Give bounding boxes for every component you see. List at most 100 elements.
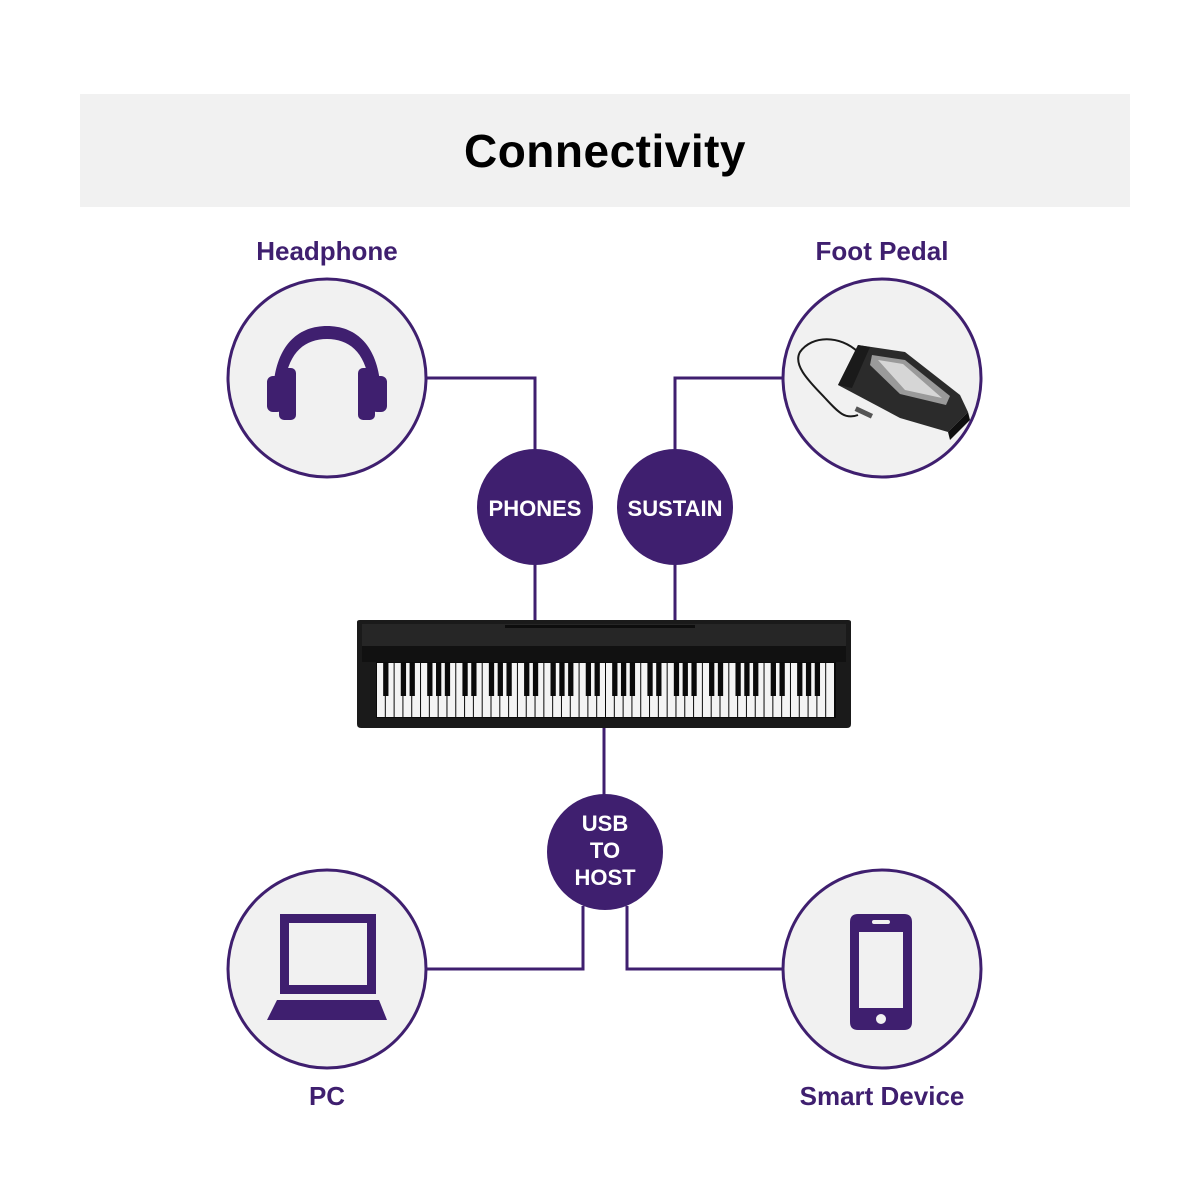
- white-key: [658, 663, 667, 717]
- black-key: [568, 663, 574, 696]
- sustain-port-label: SUSTAIN: [628, 496, 723, 521]
- white-key: [729, 663, 738, 717]
- black-key: [427, 663, 433, 696]
- headphones-icon: [267, 326, 387, 420]
- black-key: [409, 663, 415, 696]
- white-key: [667, 663, 676, 717]
- pc-device: [226, 868, 428, 1070]
- white-key: [799, 663, 808, 717]
- white-key: [491, 663, 500, 717]
- black-key: [585, 663, 592, 696]
- black-key: [770, 663, 776, 696]
- smart-device-label: Smart Device: [799, 1081, 965, 1111]
- black-key: [629, 663, 636, 696]
- white-key: [429, 663, 438, 717]
- usb-port-label-line-2: TO: [590, 838, 620, 863]
- white-key: [808, 663, 817, 717]
- white-key: [685, 663, 694, 717]
- connector-lines: [427, 376, 782, 971]
- digital-piano-image: [357, 620, 851, 728]
- sustain-port: SUSTAIN: [617, 449, 733, 565]
- white-key: [738, 663, 746, 717]
- page-title: Connectivity: [463, 124, 747, 177]
- black-keys: [383, 663, 821, 696]
- white-key: [650, 663, 658, 717]
- usb-smart-device-connector: [625, 906, 782, 971]
- smart-device-device: [781, 868, 983, 1070]
- white-key: [456, 663, 465, 717]
- black-key: [691, 663, 697, 696]
- white-key: [570, 663, 579, 717]
- black-key: [744, 663, 750, 696]
- foot-pedal-label: Foot Pedal: [815, 236, 949, 266]
- headphone-circle: [226, 277, 428, 479]
- white-key: [632, 663, 641, 717]
- white-key: [526, 663, 535, 717]
- white-key: [773, 663, 782, 717]
- black-key: [506, 663, 512, 696]
- sustain-pedal-image: [797, 338, 970, 440]
- white-key: [764, 663, 773, 717]
- black-key: [436, 663, 442, 696]
- black-key: [524, 663, 530, 696]
- headphone-device: [226, 277, 428, 479]
- foot-pedal-device: [781, 277, 983, 479]
- white-key: [720, 663, 729, 717]
- black-key: [488, 663, 495, 696]
- black-key: [550, 663, 556, 696]
- white-key: [782, 663, 790, 717]
- white-key: [588, 663, 597, 717]
- white-key: [746, 663, 755, 717]
- black-key: [682, 663, 688, 696]
- keyboard-top-panel: [362, 624, 846, 646]
- white-key: [623, 663, 632, 717]
- black-key: [647, 663, 653, 696]
- headphone-connector: [427, 376, 537, 450]
- white-key: [561, 663, 570, 717]
- white-key: [579, 663, 588, 717]
- keyboard-slot: [505, 625, 695, 628]
- phones-port: PHONES: [477, 449, 593, 565]
- usb-port: USB TO HOST: [547, 794, 663, 910]
- usb-pc-connector: [427, 906, 585, 971]
- headphone-label: Headphone: [256, 236, 398, 266]
- black-key: [717, 663, 724, 696]
- white-key: [702, 663, 711, 717]
- black-key: [559, 663, 565, 696]
- black-key: [779, 663, 785, 696]
- black-key: [594, 663, 600, 696]
- black-key: [814, 663, 821, 696]
- black-key: [805, 663, 812, 696]
- white-key: [394, 663, 403, 717]
- white-key: [500, 663, 509, 717]
- black-key: [532, 663, 539, 696]
- white-key: [473, 663, 482, 717]
- phones-port-circle: [477, 449, 593, 565]
- white-key: [438, 663, 447, 717]
- white-key: [614, 663, 623, 717]
- black-key: [471, 663, 477, 696]
- white-key: [755, 663, 764, 717]
- white-key: [403, 663, 412, 717]
- white-key: [412, 663, 421, 717]
- pc-circle: [226, 868, 428, 1070]
- smart-device-circle: [781, 868, 983, 1070]
- black-key: [383, 663, 389, 696]
- white-key: [553, 663, 561, 717]
- black-key: [656, 663, 662, 696]
- white-key: [790, 663, 799, 717]
- white-key: [544, 663, 553, 717]
- phones-port-label: PHONES: [489, 496, 582, 521]
- white-key: [641, 663, 650, 717]
- black-key: [444, 663, 451, 696]
- black-key: [497, 663, 503, 696]
- usb-port-label-line-1: USB: [582, 811, 628, 836]
- black-key: [735, 663, 741, 696]
- white-key: [517, 663, 526, 717]
- white-key: [694, 663, 702, 717]
- black-key: [753, 663, 759, 696]
- pc-label: PC: [308, 1081, 346, 1111]
- black-key: [709, 663, 715, 696]
- white-key: [826, 663, 834, 717]
